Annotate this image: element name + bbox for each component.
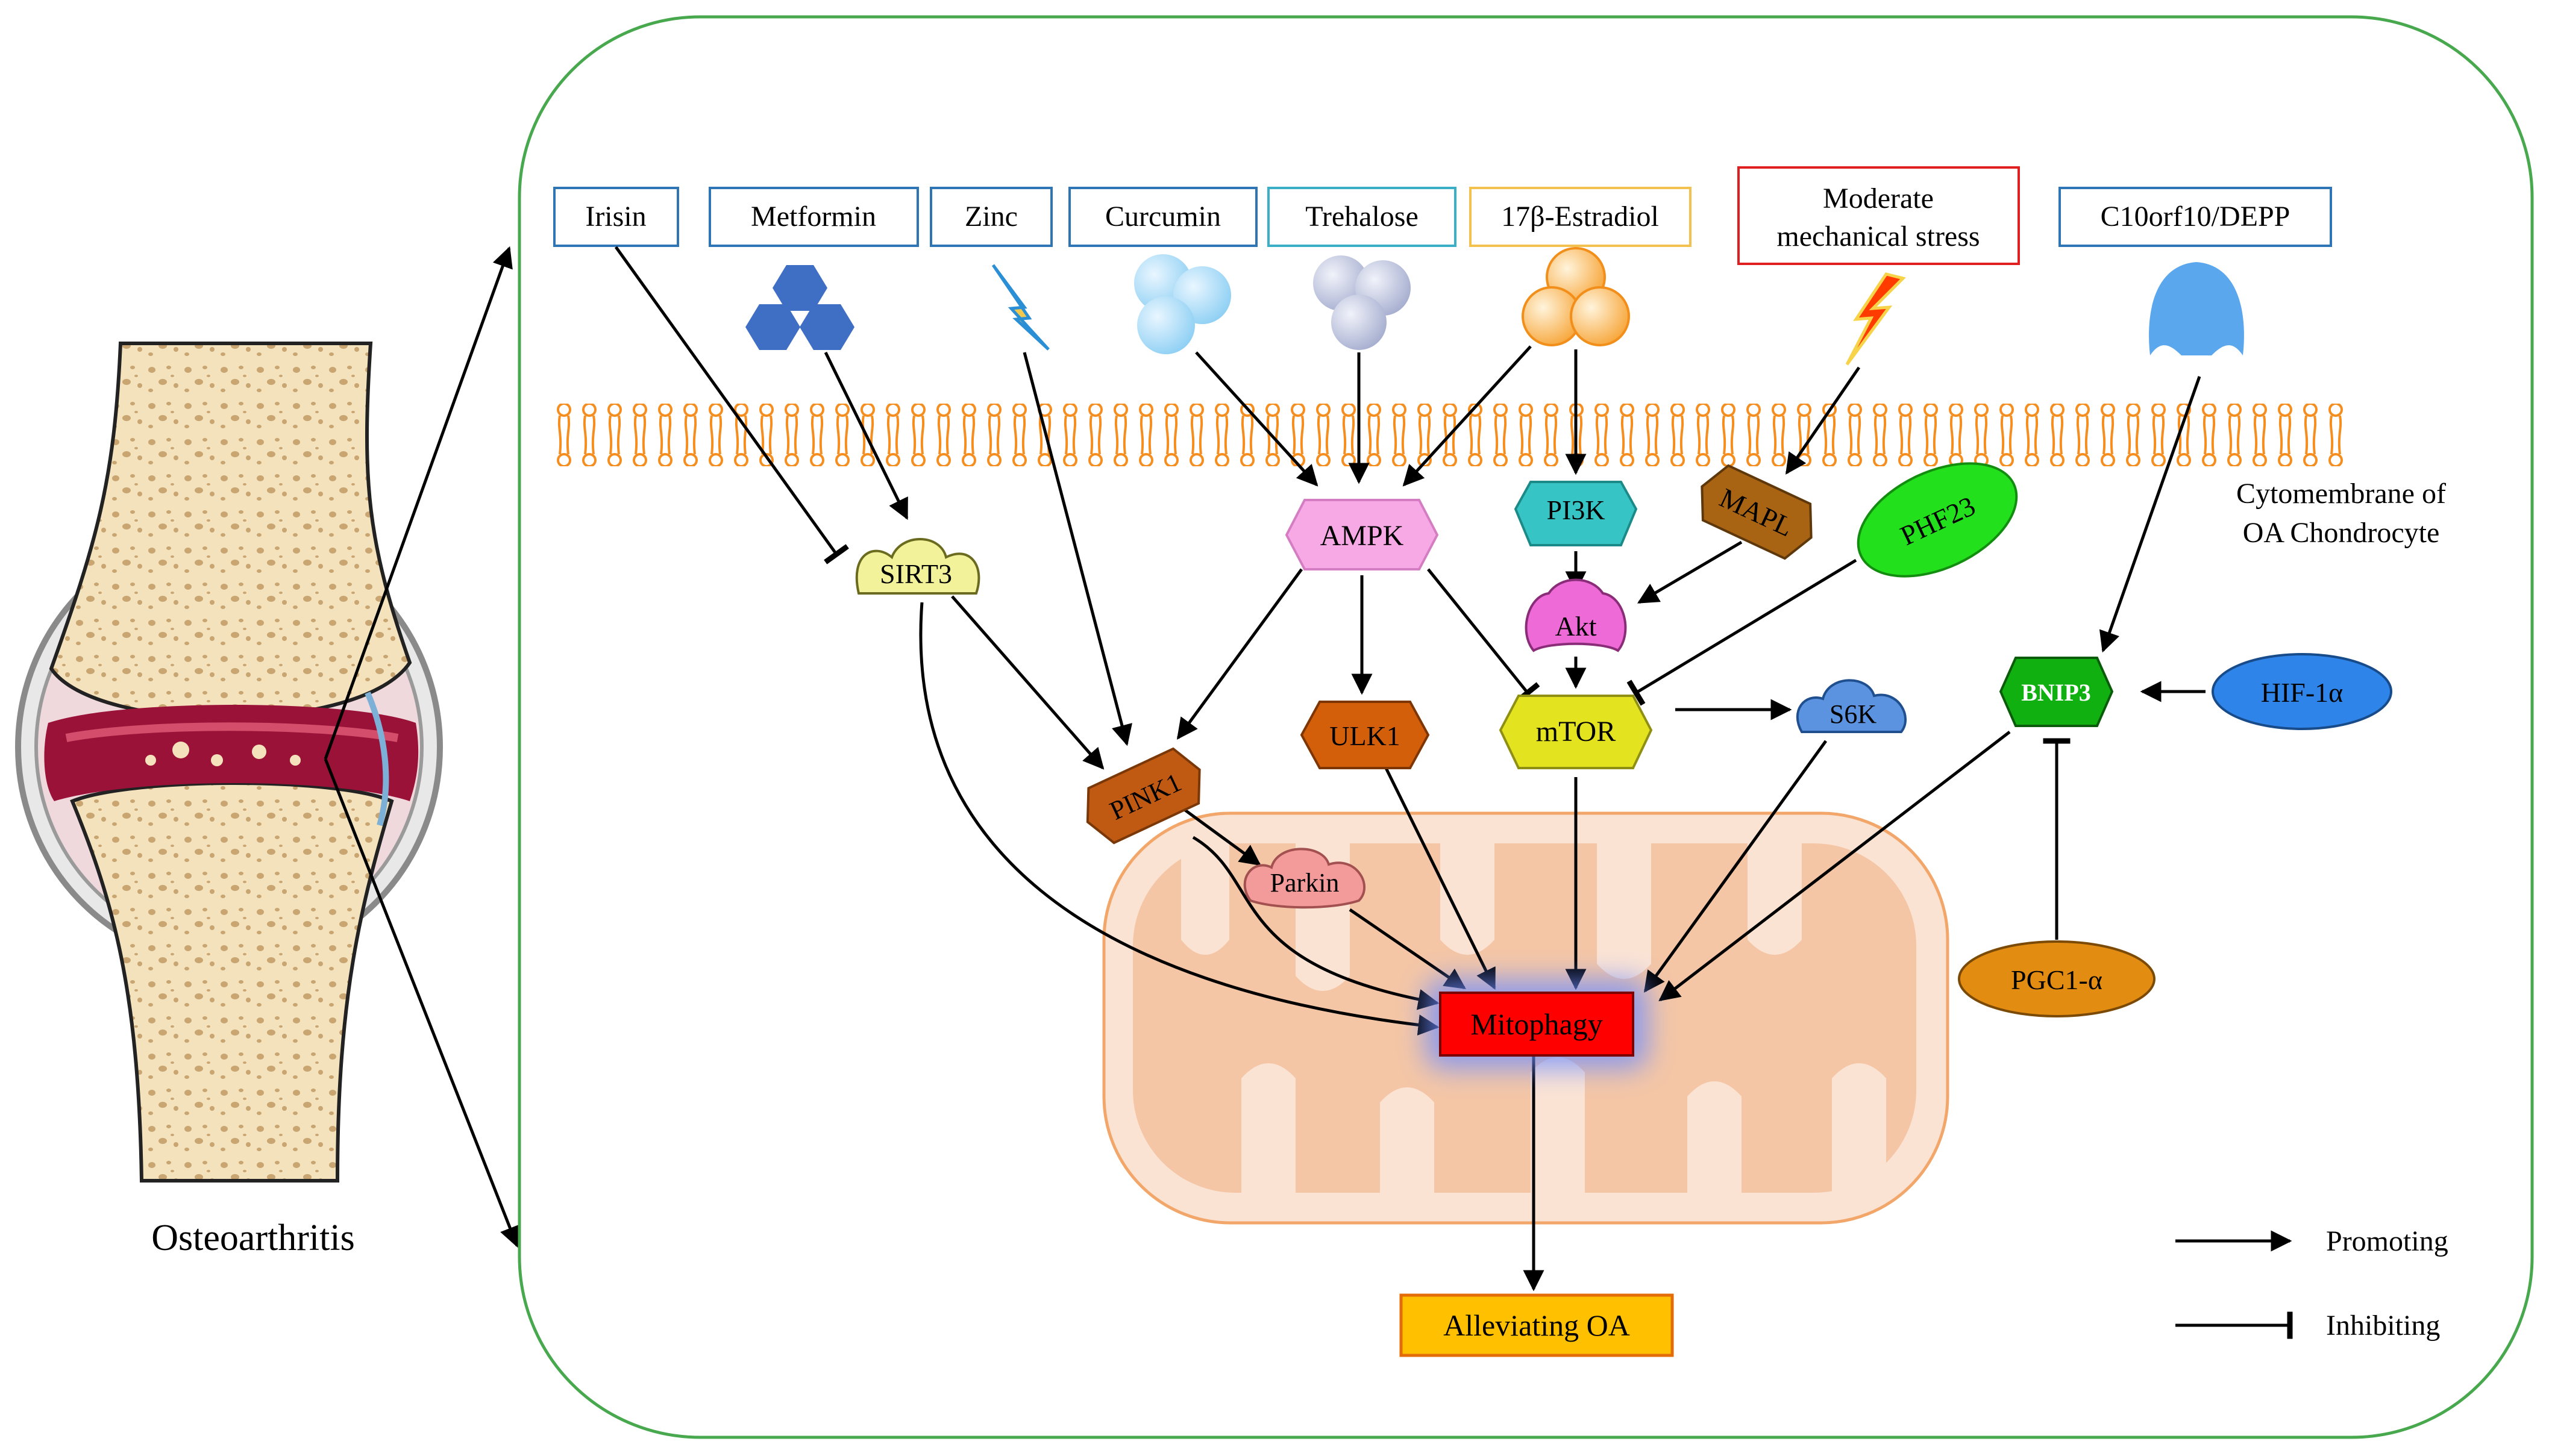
svg-text:Zinc: Zinc <box>965 201 1018 233</box>
svg-text:mechanical stress: mechanical stress <box>1776 220 1980 252</box>
node-pi3k: PI3K <box>1514 481 1638 546</box>
svg-text:SIRT3: SIRT3 <box>880 558 952 589</box>
node-ampk: AMPK <box>1285 499 1439 570</box>
node-mitophagy: Mitophagy <box>1425 979 1648 1069</box>
node-sirt3: SIRT3 <box>855 538 980 595</box>
svg-text:Metformin: Metformin <box>751 201 876 233</box>
curcumin-balls-icon <box>1134 254 1231 354</box>
membrane-label-line2: OA Chondrocyte <box>2243 517 2440 549</box>
svg-text:Curcumin: Curcumin <box>1105 201 1221 233</box>
node-mtor: mTOR <box>1499 695 1653 769</box>
inducer-estradiol: 17β-Estradiol <box>1469 187 1691 247</box>
zoom-arrow-bottom <box>324 758 520 1248</box>
depp-bell-icon <box>2149 262 2244 355</box>
joint-illustration: Osteoarthritis <box>15 342 443 1258</box>
node-pink1: PINK1 <box>1086 747 1201 845</box>
svg-text:PI3K: PI3K <box>1546 495 1605 525</box>
zoom-arrow-top <box>324 246 513 760</box>
stress-lightning-icon <box>1845 272 1906 366</box>
pathway-edges <box>614 246 2206 1292</box>
inducer-zinc: Zinc <box>930 187 1053 247</box>
inducer-mechanical-stress: Moderate mechanical stress <box>1737 166 2020 265</box>
svg-text:AMPK: AMPK <box>1320 520 1404 552</box>
node-pgc1a: PGC1-α <box>1958 940 2156 1017</box>
svg-text:Mitophagy: Mitophagy <box>1470 1007 1602 1041</box>
svg-text:Alleviating OA: Alleviating OA <box>1443 1308 1630 1342</box>
svg-text:BNIP3: BNIP3 <box>2021 679 2091 706</box>
legend-promoting: Promoting <box>2326 1225 2448 1257</box>
membrane-label-line1: Cytomembrane of <box>2236 478 2446 510</box>
svg-text:HIF-1α: HIF-1α <box>2261 677 2344 708</box>
inducer-depp: C10orf10/DEPP <box>2058 187 2332 247</box>
svg-text:Irisin: Irisin <box>585 201 646 233</box>
svg-text:PGC1-α: PGC1-α <box>2011 964 2102 995</box>
node-phf23: PHF23 <box>1857 462 2018 578</box>
trehalose-balls-icon <box>1313 255 1411 350</box>
node-mapl: MAPL <box>1701 464 1813 560</box>
node-bnip3: BNIP3 <box>1999 657 2114 727</box>
node-ulk1: ULK1 <box>1300 701 1430 769</box>
node-akt: Akt <box>1525 578 1627 652</box>
svg-text:mTOR: mTOR <box>1536 716 1616 748</box>
osteoarthritis-label: Osteoarthritis <box>151 1217 355 1258</box>
node-hif1a: HIF-1α <box>2212 653 2392 730</box>
svg-text:ULK1: ULK1 <box>1329 720 1400 751</box>
inducer-irisin: Irisin <box>553 187 679 247</box>
svg-text:Parkin: Parkin <box>1270 868 1340 898</box>
metformin-icon <box>745 265 854 350</box>
node-alleviating-oa: Alleviating OA <box>1399 1293 1674 1357</box>
inducer-metformin: Metformin <box>709 187 919 247</box>
node-s6k: S6K <box>1796 679 1907 733</box>
estradiol-balls-icon <box>1522 247 1630 346</box>
node-parkin: Parkin <box>1243 848 1366 909</box>
svg-text:Moderate: Moderate <box>1823 183 1934 214</box>
zinc-lightning-icon <box>991 264 1050 351</box>
inducer-curcumin: Curcumin <box>1068 187 1258 247</box>
svg-text:S6K: S6K <box>1829 699 1876 729</box>
svg-text:C10orf10/DEPP: C10orf10/DEPP <box>2101 201 2290 233</box>
svg-text:17β-Estradiol: 17β-Estradiol <box>1501 201 1659 233</box>
svg-text:Trehalose: Trehalose <box>1305 201 1419 233</box>
legend: Promoting Inhibiting <box>2175 1225 2448 1342</box>
svg-text:Akt: Akt <box>1555 611 1597 642</box>
legend-inhibiting: Inhibiting <box>2326 1310 2440 1342</box>
inducer-trehalose: Trehalose <box>1267 187 1456 247</box>
